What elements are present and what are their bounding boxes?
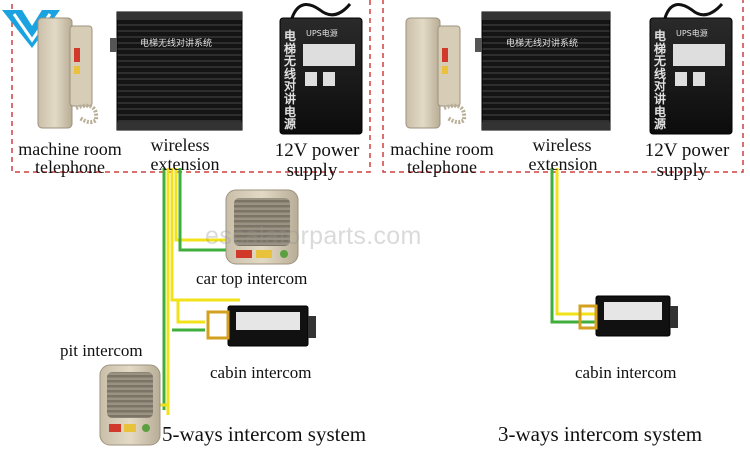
car-top-intercom-device [225,189,299,265]
left-ups-vertical-label: 电梯无线对讲电源 [284,29,297,132]
left-dashed-frame [11,0,371,173]
right-ups-vertical-label: 电梯无线对讲电源 [654,29,667,132]
watermark: escalatorparts.com [205,222,422,250]
left-cabin-intercom-label: cabin intercom [210,363,312,382]
left-telephone-label: telephone [35,157,105,177]
left-machine-room-telephone [37,17,99,129]
right-ups-printed-label: UPS电源 [676,29,708,38]
pit-intercom-device [99,364,161,446]
right-power-label-2: supply [656,160,708,181]
right-machine-room-telephone [405,17,467,129]
right-cabin-intercom-label: cabin intercom [575,363,677,382]
right-dashed-frame [382,0,744,173]
right-wireless-extension [475,11,611,131]
right-extension-label: extension [528,154,598,174]
right-wireless-label: wireless [532,135,592,155]
right-ups-power-supply [649,2,733,135]
left-extension-label: extension [150,154,220,174]
left-wireless-label: wireless [150,135,210,155]
left-power-label-2: supply [286,160,338,181]
right-machine-room-label: machine room [390,139,494,159]
right-telephone-label: telephone [407,157,477,177]
left-ups-power-supply [279,3,363,135]
pit-intercom-label: pit intercom [60,341,143,360]
right-power-label-1: 12V power [644,140,730,161]
left-machine-room-label: machine room [18,139,122,159]
left-box-printed-label: 电梯无线对讲系统 [140,39,213,49]
car-top-intercom-label: car top intercom [196,269,308,288]
left-wireless-extension [110,11,243,131]
left-ups-printed-label: UPS电源 [306,29,338,38]
left-cabin-intercom-device [206,305,316,347]
five-ways-system-title: 5-ways intercom system [162,422,367,446]
left-wires [160,168,240,415]
right-box-printed-label: 电梯无线对讲系统 [506,39,579,49]
right-cabin-intercom-device [578,295,678,337]
left-power-label-1: 12V power [274,140,360,161]
right-wires [550,168,600,324]
three-ways-system-title: 3-ways intercom system [498,422,703,446]
